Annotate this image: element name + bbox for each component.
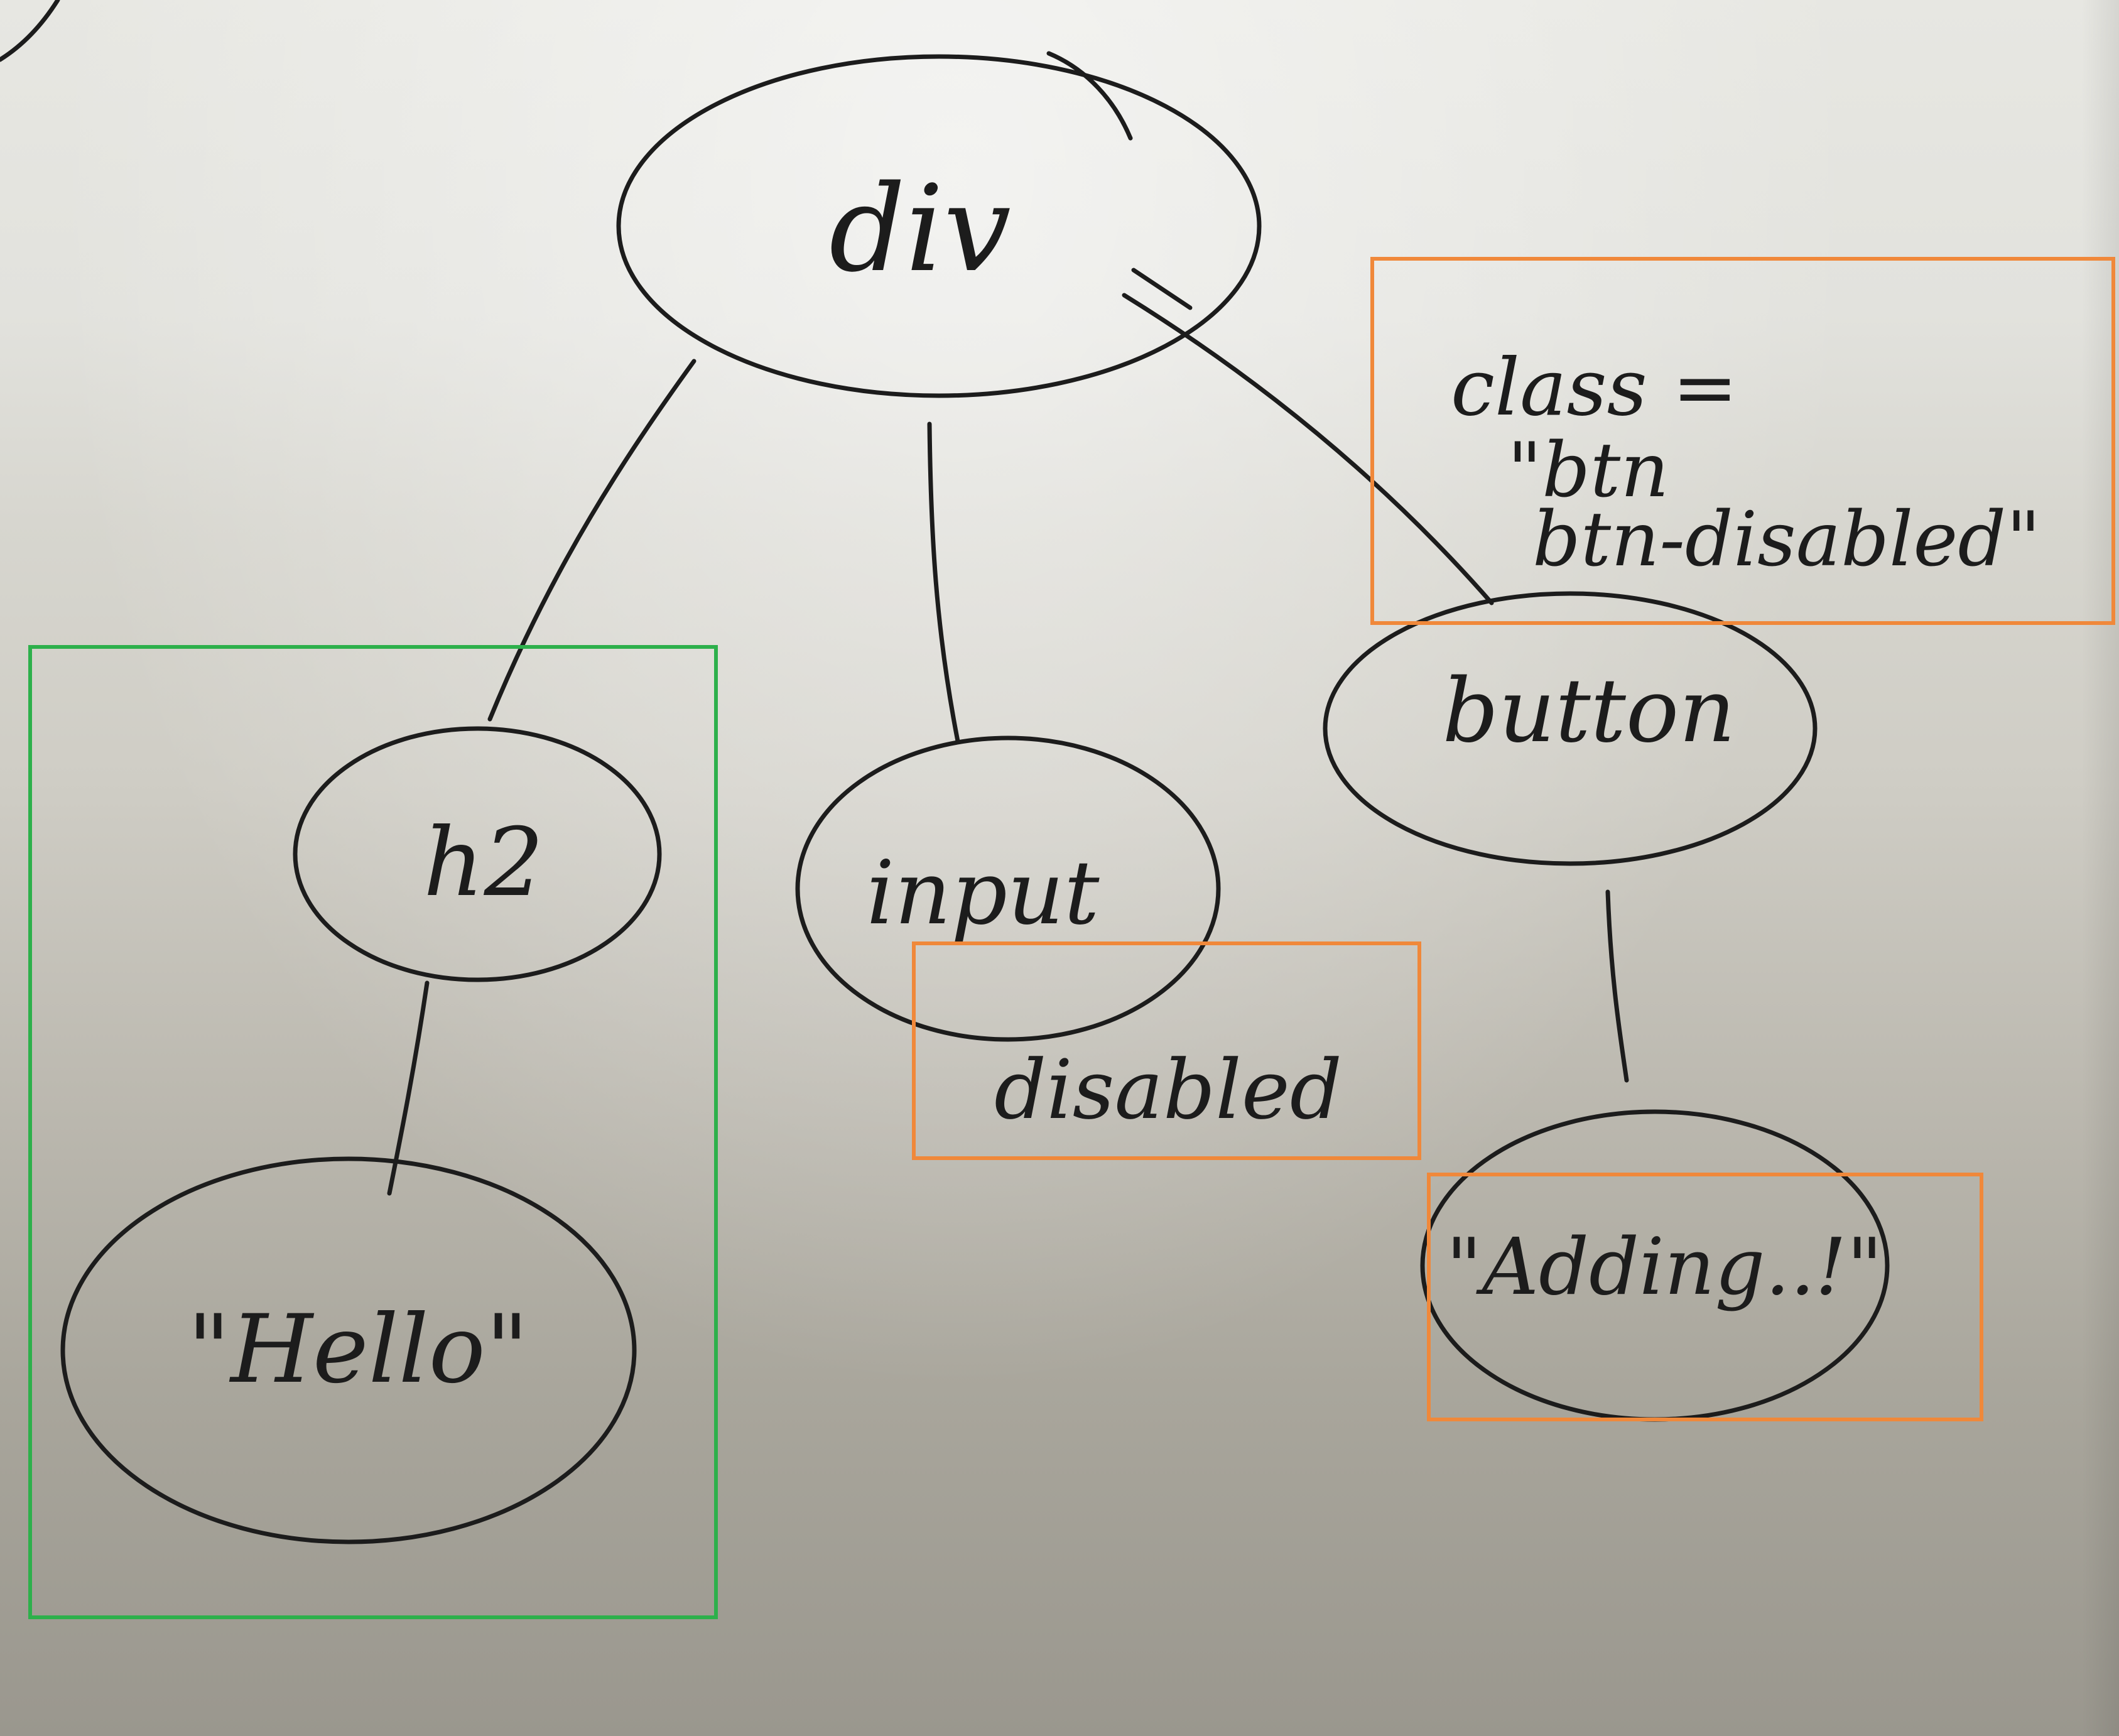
node-adding-label: "Adding..!" bbox=[1446, 1222, 1883, 1313]
edge-div-h2 bbox=[487, 359, 696, 722]
node-div-ellipse bbox=[616, 54, 1262, 398]
highlight-box-h2-subtree bbox=[28, 645, 718, 1619]
attr-button-class-line2: "btn bbox=[1507, 427, 1669, 514]
node-h2-ellipse bbox=[293, 726, 662, 982]
node-div-label: div bbox=[829, 160, 1011, 298]
edge-div-input bbox=[927, 421, 960, 744]
highlight-box-button-class bbox=[1370, 257, 2115, 625]
edge-div-button-extra bbox=[1131, 268, 1193, 310]
node-hello-ellipse bbox=[60, 1156, 637, 1544]
node-input-ellipse bbox=[795, 735, 1221, 1042]
attr-input-disabled: disabled bbox=[994, 1042, 1342, 1137]
highlight-box-adding-text bbox=[1427, 1173, 1983, 1421]
edge-button-adding bbox=[1605, 889, 1629, 1083]
partial-arc bbox=[0, 0, 60, 62]
node-h2-label: h2 bbox=[423, 808, 544, 918]
node-div-tail bbox=[1046, 51, 1133, 141]
node-button-ellipse bbox=[1323, 591, 1818, 866]
edge-div-button bbox=[1122, 293, 1494, 605]
node-button-label: button bbox=[1443, 660, 1736, 762]
highlight-box-input-disabled bbox=[912, 941, 1421, 1160]
node-hello-label: "Hello" bbox=[187, 1295, 529, 1404]
attr-button-class-line3: btn-disabled" bbox=[1532, 496, 2040, 583]
attr-button-class-line1: class = bbox=[1451, 342, 1738, 433]
edge-h2-hello bbox=[387, 980, 430, 1196]
node-input-label: input bbox=[867, 842, 1100, 945]
